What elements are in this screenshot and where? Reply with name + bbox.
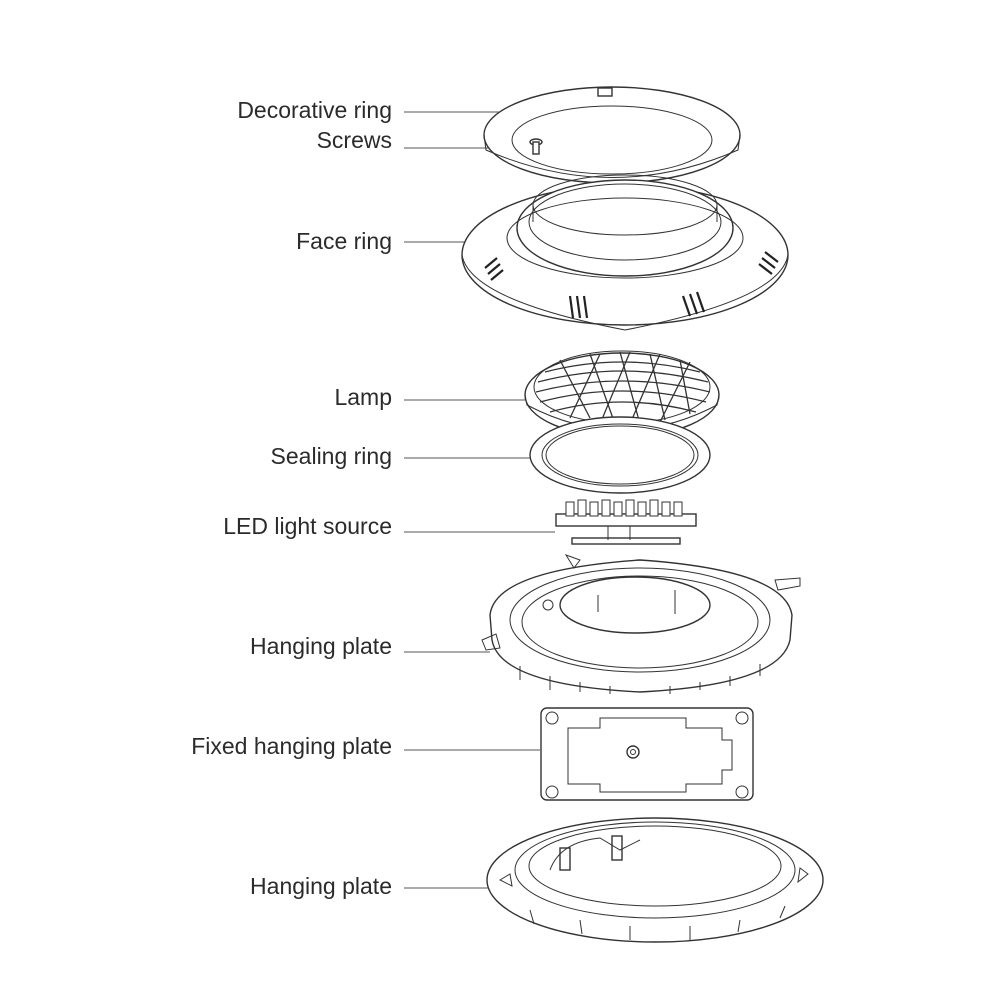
label-led-light-source: LED light source [223, 513, 392, 539]
screw-part [529, 138, 543, 155]
label-hanging-plate-upper: Hanging plate [250, 633, 392, 659]
label-hanging-plate-lower: Hanging plate [250, 873, 392, 899]
hanging-plate-lower-part [486, 817, 824, 943]
lamp-part [524, 350, 720, 438]
label-sealing-ring: Sealing ring [270, 443, 392, 469]
decorative-ring-part [483, 86, 741, 184]
label-lamp: Lamp [334, 384, 392, 410]
face-ring-part [461, 174, 789, 331]
label-face-ring: Face ring [296, 228, 392, 254]
sealing-ring-part [529, 416, 711, 494]
label-decorative-ring: Decorative ring [237, 97, 392, 123]
label-screws: Screws [316, 127, 392, 153]
led-light-source-part [555, 499, 697, 545]
hanging-plate-upper-part [481, 554, 801, 694]
label-fixed-hanging-plate: Fixed hanging plate [191, 733, 392, 759]
fixed-hanging-plate-part [540, 707, 754, 801]
